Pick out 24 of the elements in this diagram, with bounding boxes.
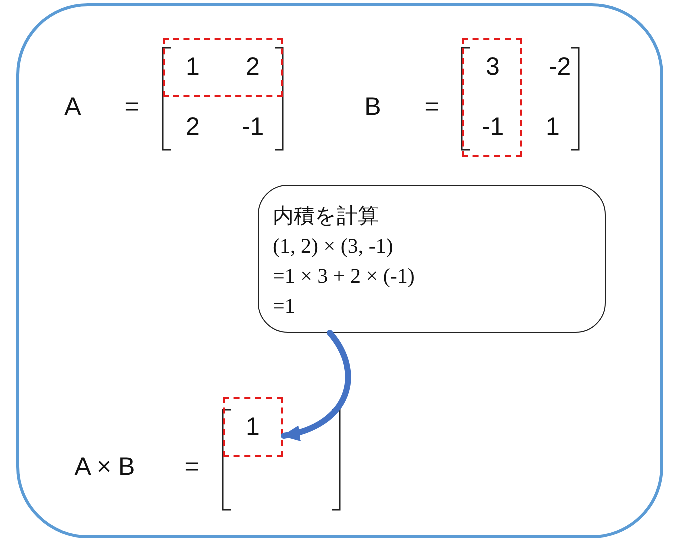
calculation-line: =1 <box>273 294 296 318</box>
matrix-entry: -1 <box>242 113 264 141</box>
matrix-name: A <box>64 93 82 121</box>
product-label: A × B <box>74 453 136 481</box>
calculation-line: (1, 2) × (3, -1) <box>273 234 394 258</box>
equals-sign: = <box>424 93 440 121</box>
equals-sign: = <box>124 93 140 121</box>
matrix-entry: 1 <box>246 413 260 441</box>
equals-sign: = <box>184 453 200 481</box>
matrix-name: B <box>364 93 382 121</box>
matrix-entry: 3 <box>486 53 500 81</box>
dashed-box <box>163 38 283 97</box>
callout-box <box>258 185 606 333</box>
matrix-entry: -1 <box>482 113 504 141</box>
callout-heading: 内積を計算 <box>273 204 379 228</box>
dashed-box <box>462 38 522 157</box>
matrix-entry: 2 <box>246 53 260 81</box>
matrix-entry: 1 <box>186 53 200 81</box>
matrix-entry: -2 <box>548 53 572 81</box>
curved-arrow <box>281 330 352 440</box>
matrix-entry: 2 <box>186 113 200 141</box>
calculation-line: =1 × 3 + 2 × (-1) <box>273 264 415 288</box>
matrix-entry: 1 <box>546 113 560 141</box>
dashed-box <box>223 397 283 457</box>
